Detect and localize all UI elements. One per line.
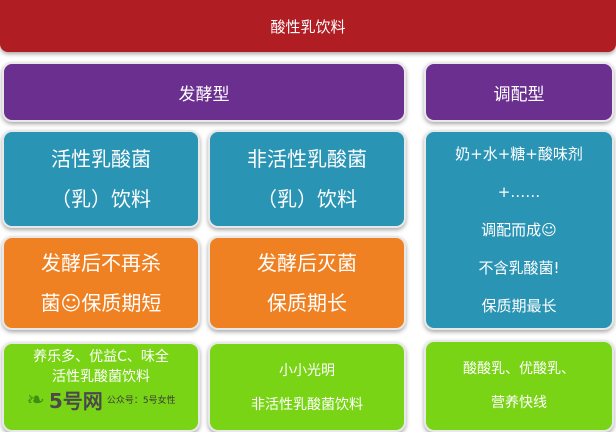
watermark-logo: 5号网 <box>48 389 103 413</box>
line: 营养快线 <box>491 395 547 411</box>
line: 调配而成☺ <box>481 221 557 239</box>
line: 非活性乳酸菌 <box>247 147 367 171</box>
inactive-note-box: 发酵后灭菌保质期长 <box>208 236 406 330</box>
title-text: 酸性乳饮料 <box>270 17 346 36</box>
line: （乳）饮料 <box>51 187 151 211</box>
line: 发酵后不再杀 <box>41 251 161 275</box>
line: 保质期最长 <box>481 297 557 315</box>
active-box: 活性乳酸菌 （乳）饮料 <box>2 130 200 228</box>
line: 保质期长 <box>267 291 347 315</box>
blended-examples-box: 酸酸乳、优酸乳、营养快线 <box>424 340 614 432</box>
line: 活性乳酸菌饮料 <box>52 369 150 385</box>
line: 小小光明 <box>279 363 335 379</box>
line: 发酵后灭菌 <box>257 251 357 275</box>
inactive-examples-box: 小小光明非活性乳酸菌饮料 <box>208 342 406 432</box>
blended-category: 调配型 <box>424 62 614 122</box>
watermark-logo-icon: ❧ <box>26 388 45 413</box>
line: 活性乳酸菌 <box>51 147 151 171</box>
fermented-category: 发酵型 <box>2 62 406 122</box>
active-note-box: 发酵后不再杀菌☺保质期短 <box>2 236 200 330</box>
fermented-label: 发酵型 <box>178 84 230 105</box>
line: （乳）饮料 <box>257 187 357 211</box>
active-examples-box: 养乐多、优益C、味全 活性乳酸菌饮料 ❧ 5号网 公众号：5号女性 <box>2 342 200 432</box>
blended-label: 调配型 <box>493 84 545 105</box>
inactive-box: 非活性乳酸菌 （乳）饮料 <box>208 130 406 228</box>
watermark: ❧ 5号网 公众号：5号女性 <box>26 388 176 414</box>
line: 非活性乳酸菌饮料 <box>251 397 363 413</box>
blended-box: 奶+水+糖+酸味剂 +…… 调配而成☺ 不含乳酸菌! 保质期最长 <box>424 130 614 330</box>
watermark-sub: 公众号：5号女性 <box>106 396 176 406</box>
line: 养乐多、优益C、味全 <box>33 349 169 365</box>
line: +…… <box>497 183 541 201</box>
line: 奶+水+糖+酸味剂 <box>455 145 583 163</box>
line: 酸酸乳、优酸乳、 <box>463 361 575 377</box>
line: 不含乳酸菌! <box>478 259 560 277</box>
line: 菌☺保质期短 <box>40 291 162 315</box>
diagram-title: 酸性乳饮料 <box>0 0 616 52</box>
